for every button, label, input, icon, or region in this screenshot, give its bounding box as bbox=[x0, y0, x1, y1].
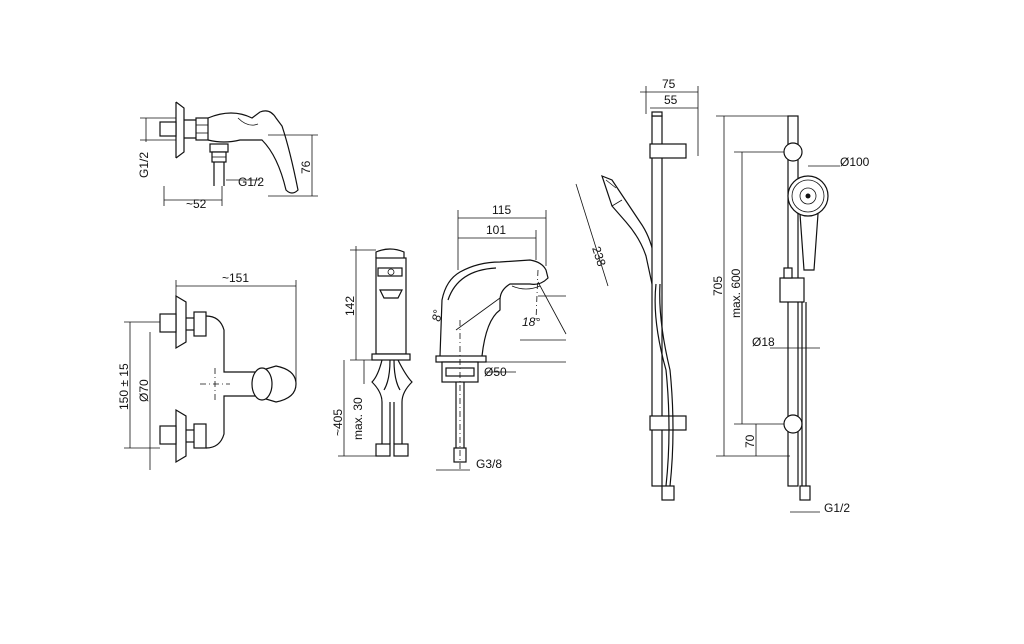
dim-g12-rail: G1/2 bbox=[824, 501, 850, 515]
dim-705: 705 bbox=[711, 276, 725, 296]
dim-75: 75 bbox=[662, 77, 676, 91]
dim-142: 142 bbox=[343, 296, 357, 316]
dim-d18: Ø18 bbox=[752, 335, 775, 349]
dim-238: 238 bbox=[589, 245, 609, 269]
dim-d100: Ø100 bbox=[840, 155, 870, 169]
basin-mixer-front-view: 142 ~405 max. 30 bbox=[331, 246, 413, 457]
dim-115: 115 bbox=[492, 203, 511, 217]
dim-70: 70 bbox=[743, 434, 757, 448]
dim-g38: G3/8 bbox=[476, 457, 502, 471]
dim-55: 55 bbox=[664, 93, 678, 107]
dim-52: ~52 bbox=[186, 197, 207, 211]
basin-mixer-side-view: 115 101 8° 18° Ø50 G3/8 bbox=[429, 203, 567, 471]
dim-151: ~151 bbox=[222, 271, 249, 285]
dim-18deg: 18° bbox=[522, 315, 540, 329]
dim-76: 76 bbox=[299, 160, 313, 174]
dim-405: ~405 bbox=[331, 409, 345, 436]
dim-8deg: 8° bbox=[429, 309, 445, 323]
shower-bar-side-view: 238 75 55 bbox=[575, 77, 699, 501]
rail-set-front-view: 705 max. 600 Ø100 Ø18 70 G1/2 bbox=[711, 115, 870, 515]
dim-max30: max. 30 bbox=[351, 397, 365, 440]
wall-mixer-front-view: ~151 150 ± 15 Ø70 bbox=[117, 271, 297, 470]
dim-max600: max. 600 bbox=[729, 268, 743, 318]
dim-150: 150 ± 15 bbox=[117, 363, 131, 410]
dim-g12-bottom: G1/2 bbox=[238, 175, 264, 189]
dim-101: 101 bbox=[486, 223, 506, 237]
dim-d70: Ø70 bbox=[137, 379, 151, 402]
wall-mixer-side-view: G1/2 G1/2 ~52 76 bbox=[137, 101, 318, 211]
dim-g12-top: G1/2 bbox=[137, 152, 151, 178]
dim-d50: Ø50 bbox=[484, 365, 507, 379]
